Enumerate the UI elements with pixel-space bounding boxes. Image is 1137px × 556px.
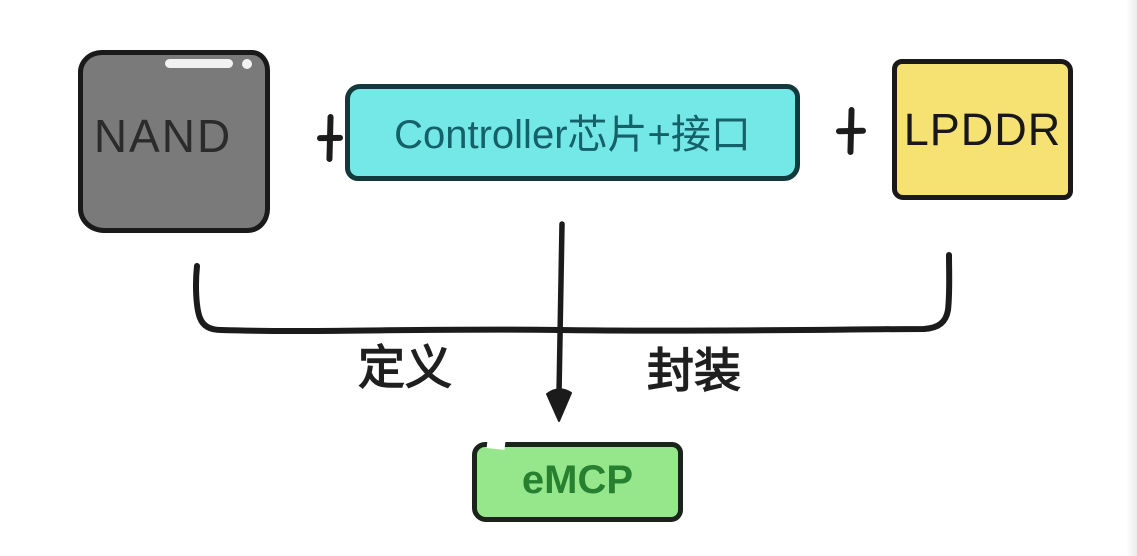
node-emcp-label: eMCP <box>521 457 634 502</box>
node-lpddr: LPDDR <box>892 59 1073 200</box>
node-nand-label: NAND <box>93 109 233 162</box>
node-controller-label: Controller芯片+接口 <box>394 112 751 157</box>
node-nand: NAND <box>78 50 270 233</box>
plus-operator-right-text: + <box>836 107 837 108</box>
label-define: 定义 <box>358 341 452 394</box>
chip-highlight-bar-icon <box>165 59 233 68</box>
label-package: 封装 <box>647 344 741 397</box>
node-emcp: eMCP <box>472 440 683 522</box>
arrow-shaft <box>556 221 565 397</box>
plus-operator-right: + <box>835 106 867 156</box>
plus-operator-left-text: + <box>317 114 318 115</box>
plus-horizontal-stroke <box>835 127 867 135</box>
node-lpddr-label: LPDDR <box>903 103 1062 155</box>
group-brace <box>193 252 953 334</box>
plus-operator-left: + <box>316 113 344 163</box>
arrow-head-icon <box>546 388 572 422</box>
chip-highlight-dot-icon <box>242 59 252 69</box>
pen-gap-detail <box>486 440 506 450</box>
plus-horizontal-stroke <box>316 134 344 142</box>
node-controller: Controller芯片+接口 <box>345 84 800 181</box>
